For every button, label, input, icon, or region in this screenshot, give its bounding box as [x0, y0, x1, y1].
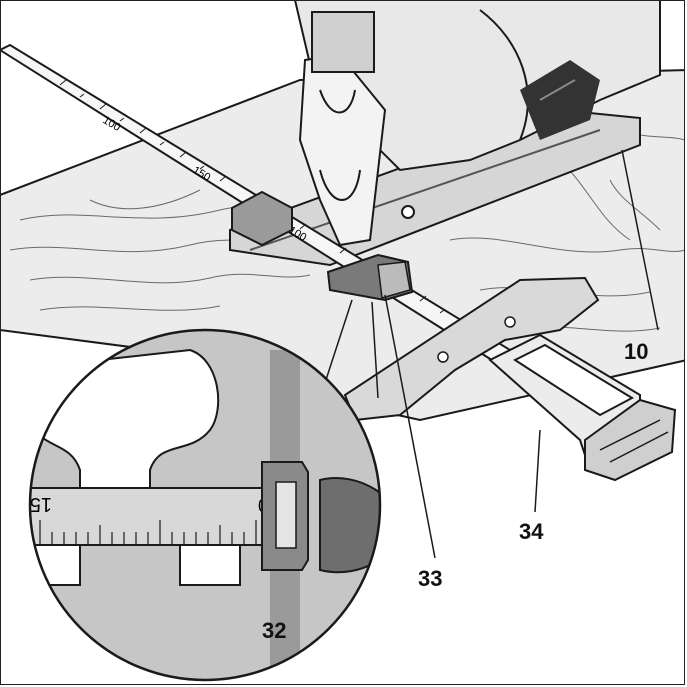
ruler-clamp-left — [231, 190, 293, 247]
callout-33: 33 — [418, 566, 443, 591]
callout-32: 32 — [262, 618, 287, 643]
guide-knob — [584, 398, 677, 482]
callout-10: 10 — [624, 339, 649, 364]
leader-10 — [621, 149, 659, 331]
zoom-circle-border — [28, 328, 382, 682]
parallel-guide-34 — [343, 276, 600, 422]
zoom-detail: 150 00 — [19, 330, 380, 680]
leader-33 — [384, 294, 436, 559]
callout-34: 34 — [519, 519, 544, 544]
leader-34 — [534, 429, 541, 513]
zoom-connector-left — [321, 299, 353, 393]
zoom-ruler-ticks — [39, 520, 257, 545]
zoom-label-150: 150 — [19, 493, 52, 515]
zoom-connector-right — [371, 301, 379, 399]
black-knob — [520, 60, 600, 140]
